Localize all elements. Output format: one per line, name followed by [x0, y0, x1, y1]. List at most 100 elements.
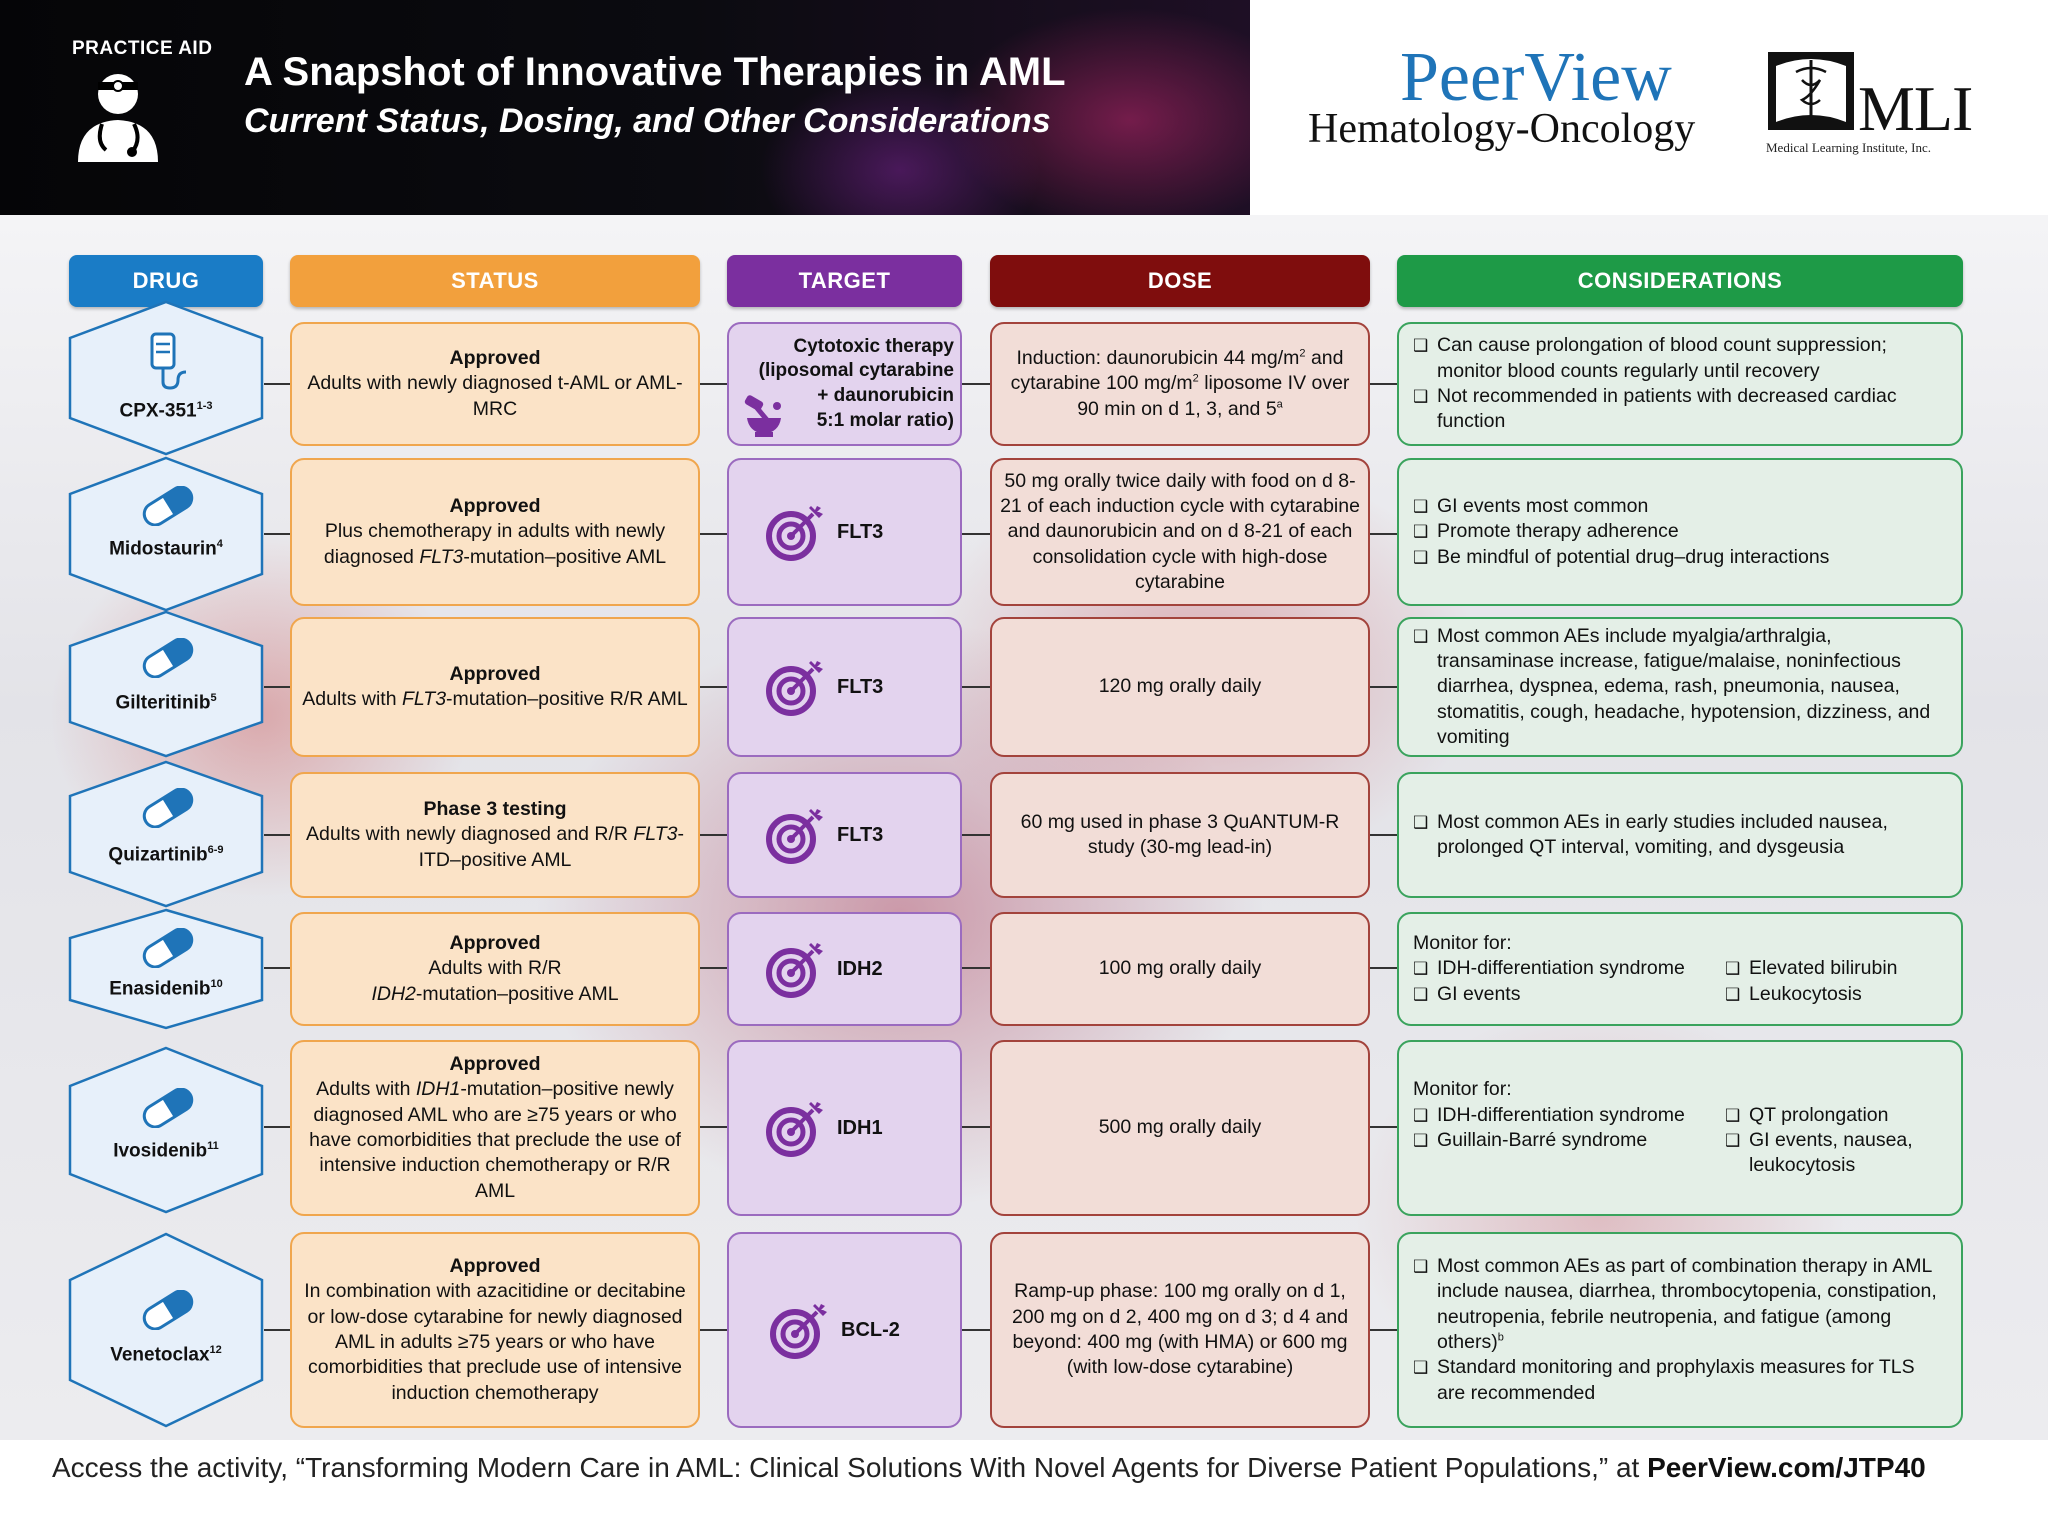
monitor-label: Monitor for:: [1413, 1078, 1512, 1101]
column-header-drug: DRUG: [69, 255, 263, 307]
drug-name: Gilteritinib5: [115, 692, 217, 714]
target-cell: IDH2: [727, 912, 962, 1026]
caduceus-book-icon: [1768, 52, 1854, 130]
status-title: Approved: [449, 1052, 541, 1075]
consideration-item: QT prolongation: [1725, 1103, 1947, 1128]
column-header-considerations: CONSIDERATIONS: [1397, 255, 1963, 307]
target-icon: [765, 657, 825, 717]
capsule-icon: [138, 788, 198, 828]
peerview-logo-subtitle: Hematology-Oncology: [1308, 106, 1696, 152]
drug-name: CPX-3511-3: [119, 400, 213, 422]
status-text: Adults with FLT3-mutation–positive R/R A…: [302, 688, 688, 710]
target-label: FLT3: [837, 676, 884, 698]
drug-cpx-351: CPX-3511-3: [68, 300, 264, 456]
status-text: Plus chemotherapy in adults with newly d…: [323, 520, 667, 568]
target-cell: FLT3: [727, 617, 962, 757]
column-header-dose: DOSE: [990, 255, 1370, 307]
drug-name: Venetoclax12: [110, 1344, 222, 1366]
dose-text: 120 mg orally daily: [1098, 675, 1262, 698]
capsule-icon: [138, 1088, 198, 1128]
status-title: Approved: [449, 662, 541, 685]
status-title: Approved: [449, 1254, 541, 1277]
dose-cell: 50 mg orally twice daily with food on d …: [990, 458, 1370, 606]
mli-logo: MLI: [1858, 73, 1973, 144]
considerations-cell: GI events most common Promote therapy ad…: [1397, 458, 1963, 606]
drug-midostaurin: Midostaurin4: [68, 456, 264, 612]
dose-cell: 500 mg orally daily: [990, 1040, 1370, 1216]
dose-cell: Ramp-up phase: 100 mg orally on d 1, 200…: [990, 1232, 1370, 1428]
consideration-item: Guillain-Barré syndrome: [1413, 1128, 1725, 1153]
activity-link[interactable]: PeerView.com/JTP40: [1647, 1452, 1926, 1483]
drug-name: Enasidenib10: [109, 978, 223, 1000]
drug-enasidenib: Enasidenib10: [68, 908, 264, 1030]
target-label: IDH1: [837, 1117, 883, 1139]
iv-bag-icon: [150, 332, 187, 390]
drug-name: Ivosidenib11: [113, 1140, 219, 1162]
doctor-icon: [78, 74, 158, 162]
status-cell: Approved Adults with FLT3-mutation–posit…: [290, 617, 700, 757]
status-cell: Approved Plus chemotherapy in adults wit…: [290, 458, 700, 606]
target-icon: [765, 1098, 825, 1158]
consideration-item: Can cause prolongation of blood count su…: [1413, 333, 1947, 384]
status-title: Approved: [449, 346, 541, 369]
consideration-item: Standard monitoring and prophylaxis meas…: [1413, 1355, 1947, 1406]
target-label: FLT3: [837, 824, 884, 846]
target-cell: FLT3: [727, 772, 962, 898]
status-cell: Phase 3 testing Adults with newly diagno…: [290, 772, 700, 898]
consideration-item: Most common AEs in early studies include…: [1413, 810, 1947, 861]
dose-text: 100 mg orally daily: [1098, 957, 1262, 980]
drug-venetoclax: Venetoclax12: [68, 1232, 264, 1428]
considerations-cell: Monitor for: IDH-differentiation syndrom…: [1397, 912, 1963, 1026]
target-label: BCL-2: [841, 1319, 900, 1341]
target-cell: FLT3: [727, 458, 962, 606]
status-cell: Approved Adults with newly diagnosed t-A…: [290, 322, 700, 446]
footer-note: Access the activity, “Transforming Moder…: [52, 1452, 1926, 1483]
consideration-item: IDH-differentiation syndrome: [1413, 956, 1725, 981]
consideration-item: GI events most common: [1413, 494, 1947, 519]
drug-name: Midostaurin4: [109, 538, 223, 560]
consideration-item: GI events, nausea, leukocytosis: [1725, 1128, 1947, 1179]
capsule-icon: [138, 928, 198, 968]
status-title: Approved: [449, 494, 541, 517]
monitor-label: Monitor for:: [1413, 931, 1512, 954]
consideration-item: Most common AEs include myalgia/arthralg…: [1413, 624, 1947, 751]
dose-cell: 120 mg orally daily: [990, 617, 1370, 757]
dose-text: Ramp-up phase: 100 mg orally on d 1, 200…: [1011, 1280, 1349, 1379]
capsule-icon: [138, 486, 198, 526]
dose-text: 60 mg used in phase 3 QuANTUM-R study (3…: [1020, 810, 1340, 858]
drug-quizartinib: Quizartinib6-9: [68, 760, 264, 908]
status-text: Adults with newly diagnosed t-AML or AML…: [307, 372, 683, 420]
mortar-pestle-icon: [744, 395, 781, 437]
status-title: Approved: [449, 931, 541, 954]
capsule-icon: [138, 638, 198, 678]
status-text: Adults with newly diagnosed and R/R FLT3…: [306, 823, 684, 871]
peerview-logo: PeerView: [1400, 39, 1672, 116]
mli-logo-subtitle: Medical Learning Institute, Inc.: [1766, 140, 1931, 155]
status-cell: Approved Adults with R/R IDH2-mutation–p…: [290, 912, 700, 1026]
column-header-target: TARGET: [727, 255, 962, 307]
target-icon: [765, 805, 825, 865]
dose-text: 50 mg orally twice daily with food on d …: [1000, 469, 1360, 594]
consideration-item: Be mindful of potential drug–drug intera…: [1413, 545, 1947, 570]
dose-text: Induction: daunorubicin 44 mg/m2 and cyt…: [1010, 346, 1350, 420]
consideration-item: IDH-differentiation syndrome: [1413, 1103, 1725, 1128]
dose-cell: Induction: daunorubicin 44 mg/m2 and cyt…: [990, 322, 1370, 446]
dose-cell: 60 mg used in phase 3 QuANTUM-R study (3…: [990, 772, 1370, 898]
consideration-item: Most common AEs as part of combination t…: [1413, 1254, 1947, 1355]
target-icon: [765, 502, 825, 562]
status-title: Phase 3 testing: [423, 797, 567, 820]
consideration-item: Elevated bilirubin: [1725, 956, 1947, 981]
target-icon: [769, 1300, 829, 1360]
drug-gilteritinib: Gilteritinib5: [68, 610, 264, 758]
target-label: IDH2: [837, 958, 883, 980]
consideration-item: Not recommended in patients with decreas…: [1413, 384, 1947, 435]
considerations-cell: Most common AEs as part of combination t…: [1397, 1232, 1963, 1428]
drug-name: Quizartinib6-9: [108, 844, 224, 866]
considerations-cell: Most common AEs in early studies include…: [1397, 772, 1963, 898]
target-cell: IDH1: [727, 1040, 962, 1216]
practice-aid-label: PRACTICE AID: [72, 38, 213, 59]
target-icon: [765, 939, 825, 999]
considerations-cell: Most common AEs include myalgia/arthralg…: [1397, 617, 1963, 757]
header-banner: PRACTICE AID A Snapshot of Innovative Th…: [0, 0, 1250, 215]
